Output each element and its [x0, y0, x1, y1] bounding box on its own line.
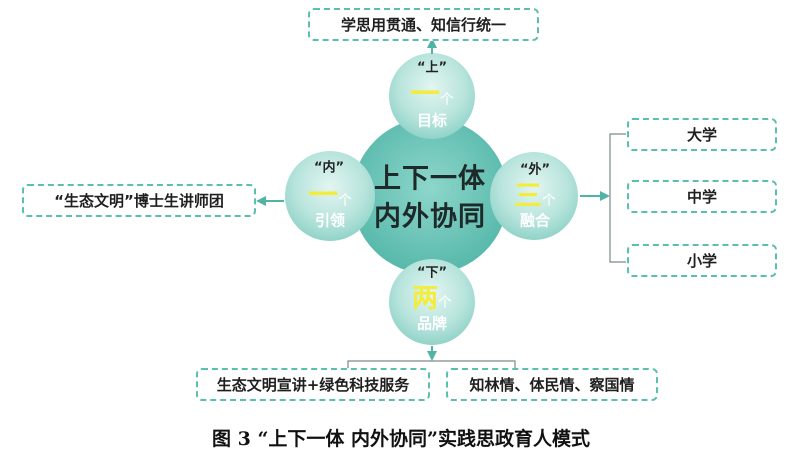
bottom-unit: 个	[438, 295, 453, 311]
center-line-1: 上下一体	[374, 163, 486, 195]
right-unit: 个	[542, 193, 557, 209]
bottom-count: 两个	[412, 286, 452, 312]
bottom-circle	[389, 259, 475, 345]
right-box-university: 大学	[627, 118, 777, 151]
left-lead-box: “生态文明”博士生讲师团	[22, 184, 256, 217]
bottom-bracket	[347, 360, 516, 368]
left-count: 一个	[308, 181, 352, 211]
bottom-brand-box-2: 知林情、体民情、察国情	[446, 368, 658, 401]
right-number: 三	[513, 179, 543, 212]
right-box-primary-school: 小学	[627, 244, 777, 277]
figure-caption: 图 3 “上下一体 内外协同”实践思政育人模式	[212, 428, 590, 450]
left-unit: 个	[338, 193, 352, 209]
bottom-number: 两	[411, 284, 439, 314]
top-circle	[389, 53, 475, 139]
left-number: 一	[308, 178, 338, 213]
right-quote: “外”	[519, 162, 551, 178]
left-circle	[285, 151, 375, 241]
top-quote: “上”	[416, 60, 448, 76]
top-count: 一个	[410, 80, 454, 110]
left-label: 引领	[314, 211, 346, 230]
bottom-label: 品牌	[416, 314, 448, 333]
right-circle	[490, 152, 578, 240]
bottom-brand-box-1: 生态文明宣讲+绿色科技服务	[196, 368, 430, 401]
center-line-2: 内外协同	[374, 201, 486, 233]
center-circle	[352, 118, 508, 274]
top-unit: 个	[440, 92, 454, 108]
right-bracket	[609, 133, 626, 263]
left-quote: “内”	[313, 160, 345, 176]
top-goal-box: 学思用贯通、知信行统一	[308, 8, 539, 41]
right-label: 融合	[519, 211, 551, 230]
bottom-quote: “下”	[416, 265, 448, 281]
right-box-middle-school: 中学	[627, 180, 777, 213]
right-count: 三个	[514, 182, 556, 210]
top-number: 一	[410, 77, 440, 112]
top-label: 目标	[416, 111, 448, 130]
